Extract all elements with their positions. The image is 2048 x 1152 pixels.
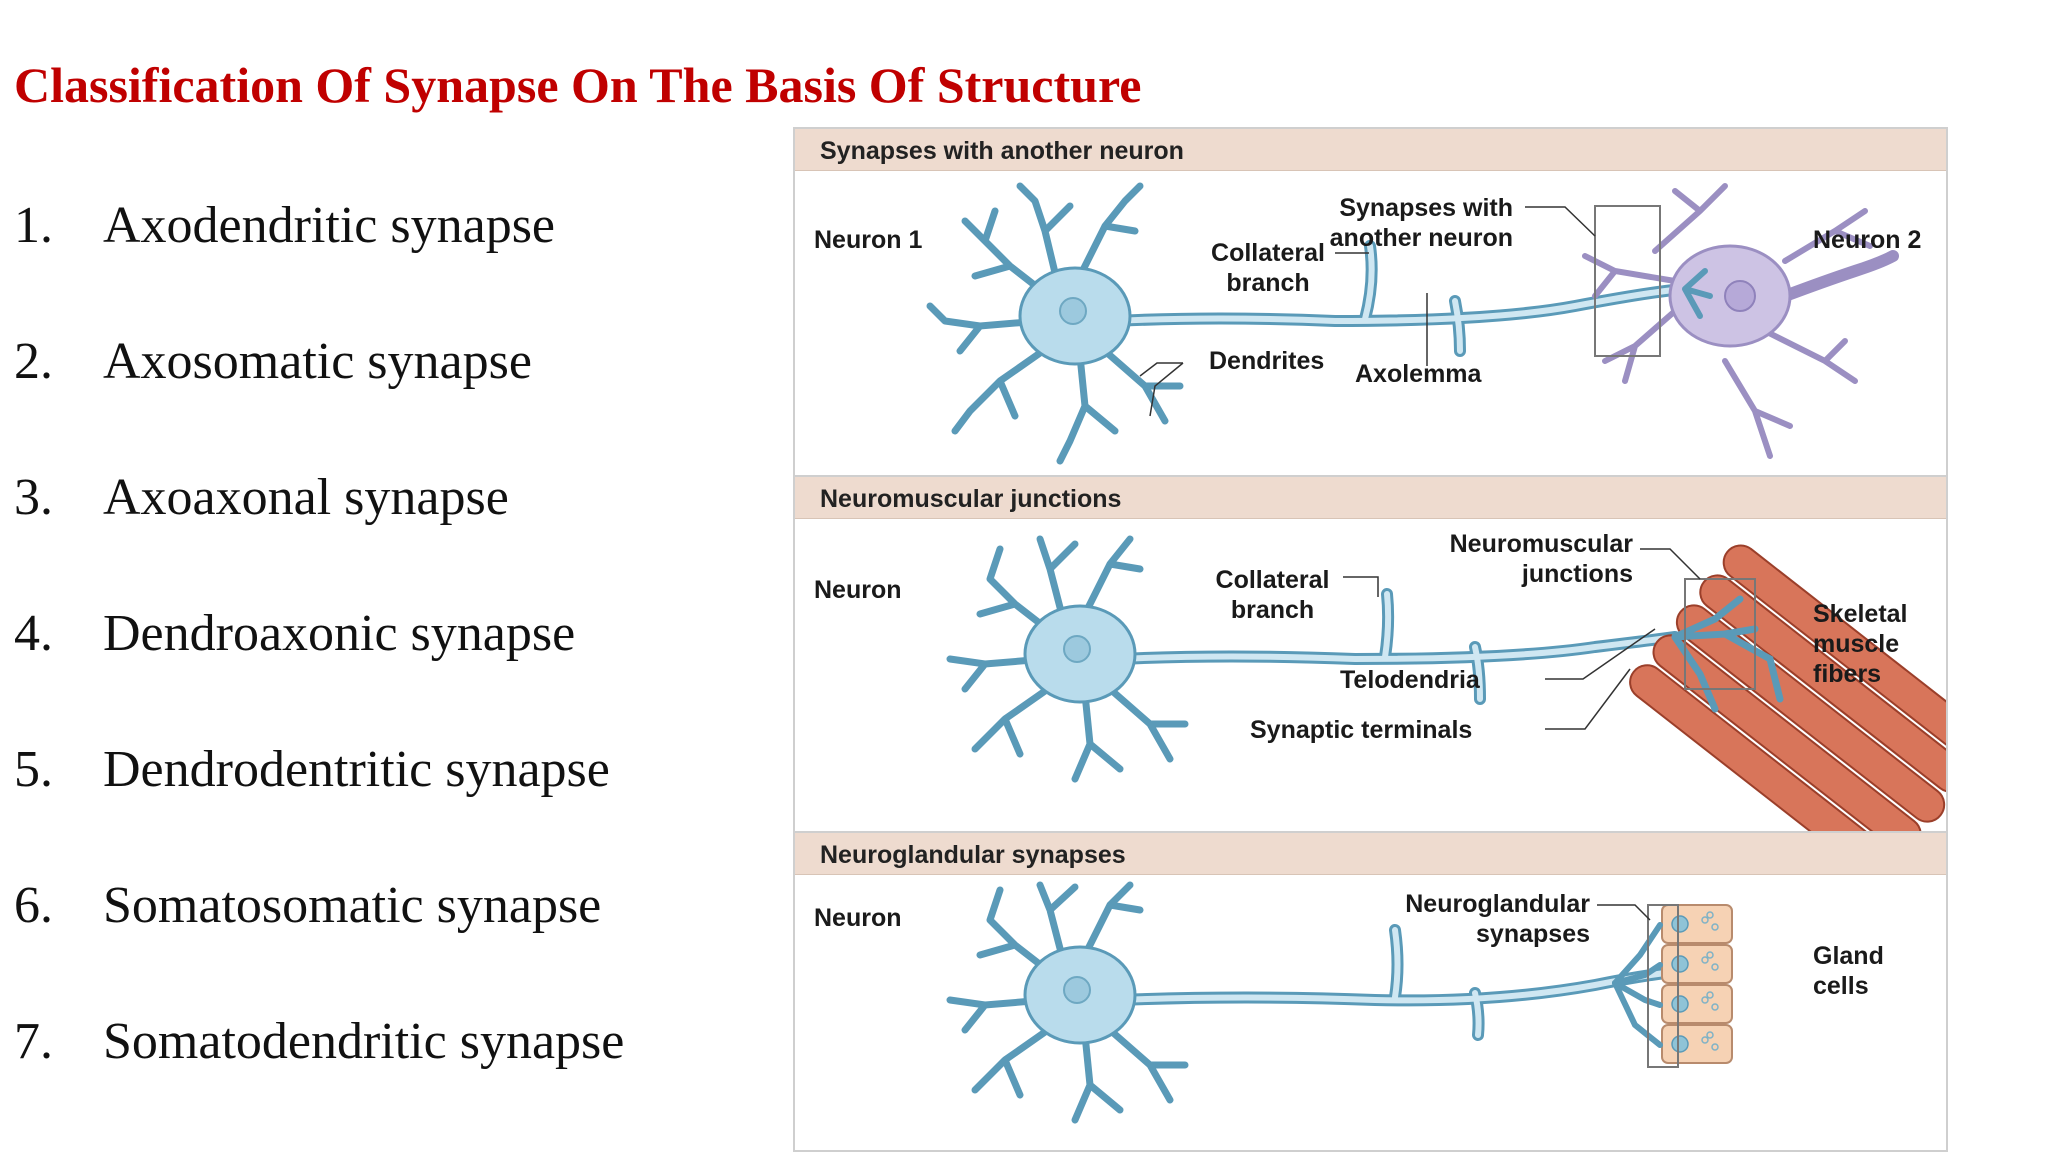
list-item: 3. Axoaxonal synapse [14,472,509,524]
list-label: Axosomatic synapse [103,333,532,390]
list-item: 4. Dendroaxonic synapse [14,608,575,660]
neuron-2-label: Neuron 2 [1813,226,1922,254]
label-line: another neuron [1329,224,1513,252]
panel-neuron-synapses: Synapses with another neuron [795,129,1946,477]
neuron-label: Neuron [814,576,902,604]
label-line: Synapses with [1339,194,1513,222]
panel-neuromuscular: Neuromuscular junctions [795,477,1946,833]
neuron-2-axon [1779,250,1899,302]
slide-title: Classification Of Synapse On The Basis O… [14,57,1142,113]
synapse-figure: Synapses with another neuron [793,127,1948,1152]
label-line: branch [1226,269,1310,297]
panel-divider [795,831,1946,833]
list-label: Axodendritic synapse [103,197,556,254]
leader-lines [1343,548,1701,730]
synaptic-terminals-label: Synaptic terminals [1250,716,1473,744]
nucleus-icon [1063,635,1091,663]
list-item: 1. Axodendritic synapse [14,200,555,252]
list-number: 3. [14,469,53,526]
label-line: muscle [1813,630,1900,658]
panel-header: Neuromuscular junctions [795,477,1946,519]
list-item: 6. Somatosomatic synapse [14,880,601,932]
neuron-pair-illustration [926,182,1899,465]
dendrites-label: Dendrites [1209,347,1325,375]
list-label: Dendrodentritic synapse [103,741,610,798]
label-line: Gland [1813,942,1884,970]
telodendria-icon [1612,922,1663,1048]
junction-highlight-box [1684,578,1756,690]
label-line: junctions [1521,560,1633,588]
neuron-2-icon [1582,183,1873,459]
label-line: synapses [1476,920,1590,948]
nucleus-icon [1059,297,1087,325]
leader-lines [1139,206,1596,417]
neuroglandular-illustration [946,881,1733,1124]
telodendria-icon [1671,595,1784,713]
list-item: 7. Somatodendritic synapse [14,1016,624,1068]
panel-title: Neuroglandular synapses [820,841,1126,869]
label-line: cells [1813,972,1869,1000]
list-number: 2. [14,333,53,390]
list-number: 6. [14,877,53,934]
label-line: fibers [1813,660,1882,688]
list-label: Somatosomatic synapse [103,877,602,934]
list-number: 5. [14,741,53,798]
panel-title: Synapses with another neuron [820,137,1184,165]
list-number: 4. [14,605,53,662]
synapse-highlight-box [1647,904,1679,1068]
neuron-dendrites-icon [946,535,1189,783]
list-label: Somatodendritic synapse [103,1013,625,1070]
neuron-dendrites-icon [946,881,1189,1124]
synapse-highlight-box [1594,205,1661,357]
gland-cells-icon [1661,904,1733,1064]
list-item: 2. Axosomatic synapse [14,336,532,388]
nucleus-icon [1724,280,1756,312]
leader-lines [1597,904,1651,921]
nucleus-icon [1063,976,1091,1004]
neuromuscular-illustration [946,535,1946,833]
list-number: 1. [14,197,53,254]
list-label: Axoaxonal synapse [103,469,509,526]
label-line: Neuroglandular [1405,890,1590,918]
label-line: Collateral [1215,566,1330,594]
label-line: Skeletal [1813,600,1908,628]
list-item: 5. Dendrodentritic synapse [14,744,610,796]
label-line: Neuromuscular [1449,530,1633,558]
neuron-label: Neuron [814,904,902,932]
label-line: branch [1230,596,1315,624]
telodendria-label: Telodendria [1340,666,1480,694]
label-line: Collateral [1211,239,1325,267]
panel-header: Neuroglandular synapses [795,833,1946,875]
neuron-1-label: Neuron 1 [814,226,923,254]
panel-divider [795,475,1946,477]
panel-header: Synapses with another neuron [795,129,1946,171]
panel-title: Neuromuscular junctions [820,485,1122,513]
list-number: 7. [14,1013,53,1070]
list-label: Dendroaxonic synapse [103,605,576,662]
panel-neuroglandular: Neuroglandular synapses [795,833,1946,1150]
axolemma-label: Axolemma [1355,360,1482,388]
